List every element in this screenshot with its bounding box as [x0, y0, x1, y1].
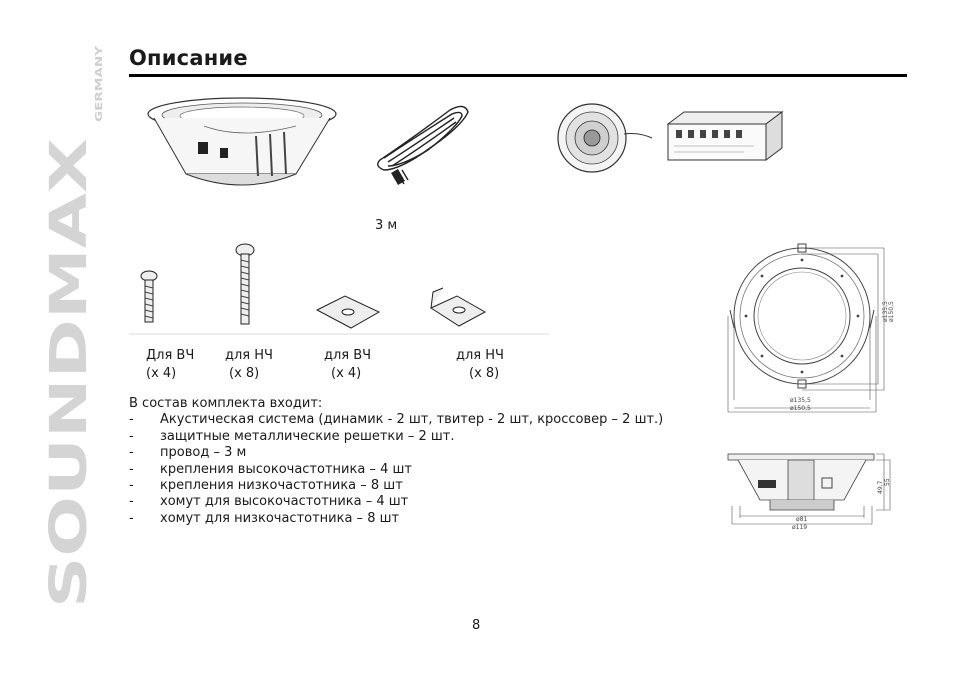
mounting-hardware-illustration — [129, 240, 549, 336]
page-number: 8 — [472, 618, 481, 633]
brand-sub: GERMANY — [94, 45, 105, 122]
bullet-dash: - — [129, 494, 134, 510]
list-item: - хомут для высокочастотника – 4 шт — [129, 494, 408, 510]
list-item: - провод – 3 м — [129, 445, 322, 461]
list-item-text: крепления высокочастотника – 4 шт — [160, 461, 412, 477]
woofer-clamp-icon — [429, 287, 487, 327]
front-dim-2: ø150,5 — [790, 405, 811, 412]
front-view-drawing: ø135,5 ø150,5 ø135,5 ø150,5 — [727, 243, 895, 413]
mount-label-2-count: (х 8) — [229, 366, 260, 381]
short-screw-icon — [140, 270, 158, 323]
bullet-dash: - — [129, 445, 134, 461]
mount-label-2-name: для НЧ — [225, 348, 273, 363]
front-dim-4: ø150,5 — [888, 301, 895, 322]
bullet-dash: - — [129, 510, 134, 526]
mount-label-3-count: (х 4) — [331, 366, 362, 381]
brand-name: SOUNDMAX — [40, 138, 99, 608]
woofer-illustration — [147, 97, 337, 186]
side-dim-3: 49,7 — [877, 480, 884, 494]
mount-label-1-count: (х 4) — [146, 366, 177, 381]
list-item: - хомут для низкочастотника – 8 шт — [129, 510, 399, 527]
list-item: - крепления низкочастотника – 8 шт — [129, 477, 403, 494]
mount-label-4-count: (х 8) — [469, 366, 500, 381]
contents-list: В состав комплекта входит: - Акустическа… — [129, 396, 663, 527]
tweeter-clamp-icon — [315, 295, 381, 329]
crossover-illustration — [666, 111, 784, 161]
list-item: - Акустическая система (динамик - 2 шт, … — [129, 412, 663, 428]
mount-label-4-name: для НЧ — [456, 348, 504, 363]
mount-label-1-name: Для ВЧ — [146, 348, 195, 363]
mount-label-3-name: для ВЧ — [324, 348, 372, 363]
list-item: - защитные металлические решетки – 2 шт. — [129, 428, 455, 445]
side-dim-2: ø119 — [792, 524, 807, 531]
page-title: Описание — [129, 46, 248, 70]
brand-logo: SOUNDMAX GERMANY — [40, 40, 108, 610]
bullet-dash: - — [129, 461, 134, 477]
contents-heading-text: В состав комплекта входит: — [129, 396, 323, 411]
bullet-dash: - — [129, 428, 134, 444]
list-item-text: Акустическая система (динамик - 2 шт, тв… — [160, 412, 664, 428]
list-item-text: хомут для высокочастотника – 4 шт — [160, 494, 409, 510]
long-screw-icon — [235, 243, 255, 325]
contents-heading: В состав комплекта входит: — [129, 396, 322, 412]
side-view-drawing: ø81 ø119 49,7 55 — [727, 453, 891, 531]
title-underline — [129, 74, 907, 77]
list-item: - крепления высокочастотника – 4 шт — [129, 461, 412, 478]
front-dim-3: ø135,5 — [882, 301, 889, 322]
side-dim-4: 55 — [884, 478, 891, 486]
wire-illustration — [377, 105, 469, 186]
list-item-text: провод – 3 м — [160, 445, 247, 461]
list-item-text: крепления низкочастотника – 8 шт — [160, 477, 403, 493]
side-dim-1: ø81 — [796, 516, 807, 523]
wire-length-label: 3 м — [375, 218, 398, 233]
bullet-dash: - — [129, 477, 134, 493]
list-item-text: хомут для низкочастотника – 8 шт — [160, 510, 400, 526]
list-item-text: защитные металлические решетки – 2 шт. — [160, 428, 455, 444]
front-dim-1: ø135,5 — [790, 397, 811, 404]
tweeter-illustration — [557, 103, 653, 173]
bullet-dash: - — [129, 412, 134, 428]
